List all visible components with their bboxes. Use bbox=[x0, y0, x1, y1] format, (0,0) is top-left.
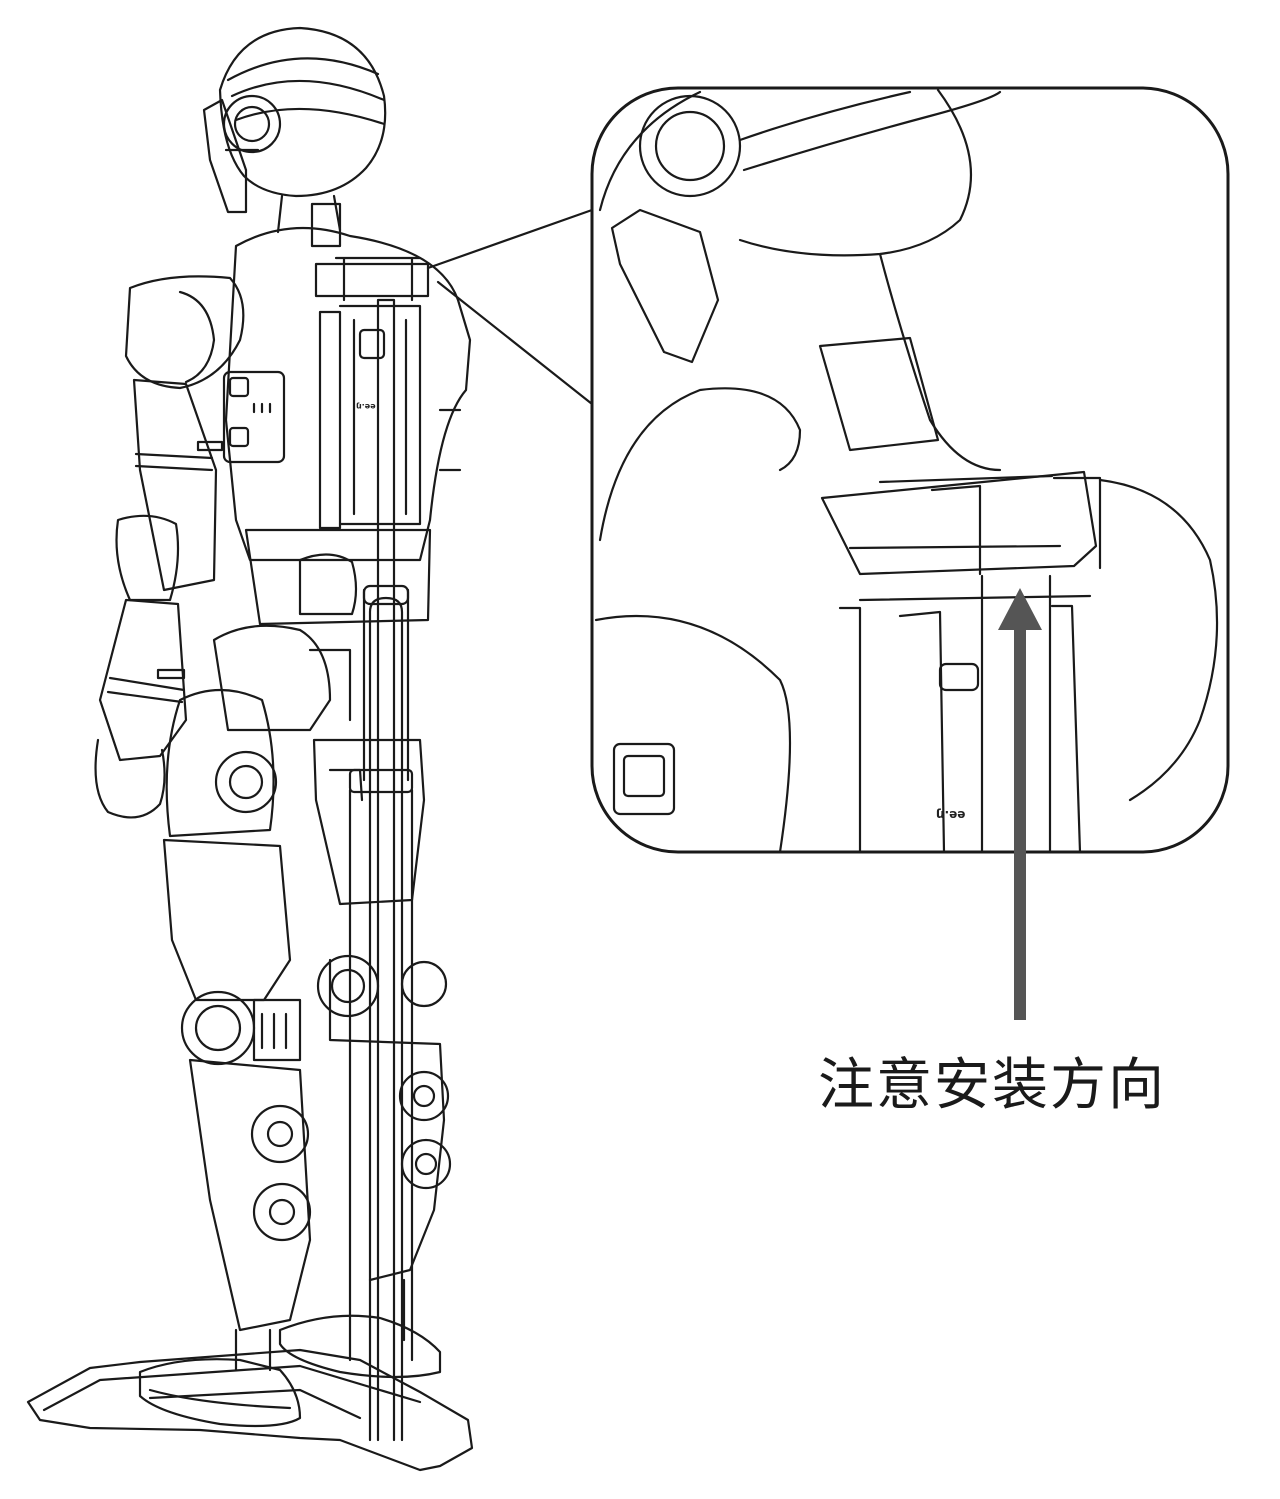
robot-left-leg bbox=[138, 688, 312, 1428]
callout-lines bbox=[426, 208, 594, 406]
robot-hips bbox=[212, 528, 432, 732]
robot-neck bbox=[276, 194, 342, 248]
stand-pole bbox=[348, 298, 414, 1442]
robot-backpack-label: ee.ŋ bbox=[356, 402, 376, 411]
robot-head bbox=[202, 26, 387, 214]
robot-right-leg bbox=[278, 738, 452, 1379]
detail-frame bbox=[590, 86, 1230, 854]
detail-closeup bbox=[594, 88, 1219, 854]
robot-left-arm bbox=[94, 275, 245, 819]
stand-base bbox=[26, 1348, 474, 1472]
robot-torso bbox=[222, 226, 472, 562]
direction-arrow bbox=[998, 588, 1042, 1020]
install-direction-caption: 注意安装方向 bbox=[818, 1053, 1166, 1118]
backpack-brand-label: ee.ŋ bbox=[936, 808, 966, 822]
